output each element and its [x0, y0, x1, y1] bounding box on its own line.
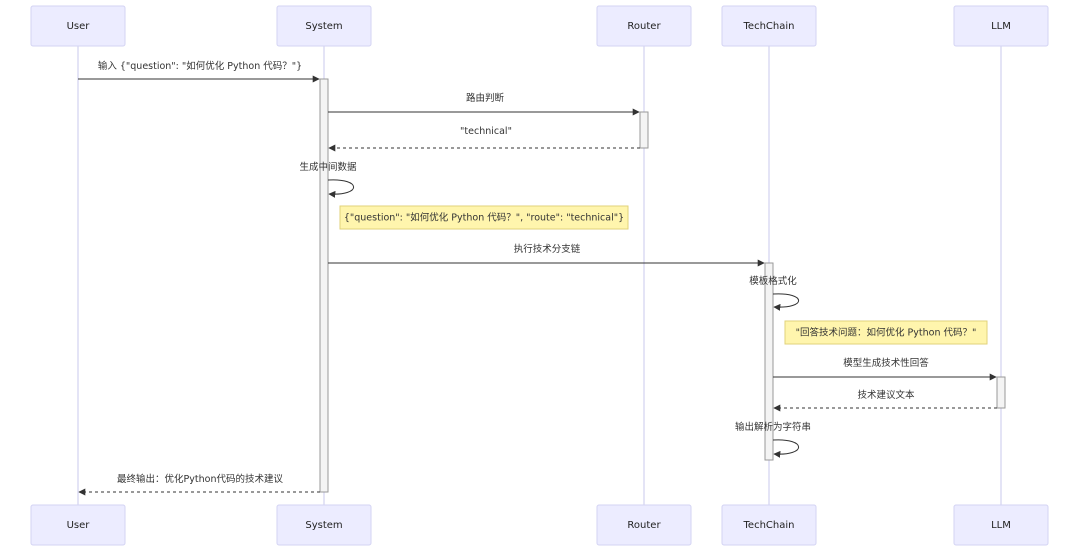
actor-system-top: System	[276, 5, 372, 47]
message-1-label: 输入 {"question": "如何优化 Python 代码？"}	[98, 60, 302, 72]
actor-llm-bottom: LLM	[953, 504, 1049, 546]
message-4-label: 生成中间数据	[299, 161, 357, 173]
activation-system	[319, 78, 329, 493]
actor-techchain-bottom-label: TechChain	[743, 520, 795, 531]
message-2-label: 路由判断	[466, 92, 505, 104]
actor-system-bottom: System	[276, 504, 372, 546]
actor-router-bottom: Router	[596, 504, 692, 546]
message-9-arrow	[772, 439, 800, 458]
actor-techchain-bottom: TechChain	[721, 504, 817, 546]
actor-user-label: User	[67, 21, 91, 32]
actor-llm-top: LLM	[953, 5, 1049, 47]
actor-router-label: Router	[627, 21, 661, 32]
activation-techchain	[764, 262, 774, 461]
message-8-label: 技术建议文本	[857, 389, 915, 401]
actor-techchain-label: TechChain	[743, 21, 795, 32]
message-3-label: "technical"	[460, 126, 512, 137]
message-6-label: 模板格式化	[749, 275, 797, 287]
activation-llm	[996, 376, 1006, 409]
note-2-label: "回答技术问题：如何优化 Python 代码？"	[796, 327, 977, 339]
actor-techchain-top: TechChain	[721, 5, 817, 47]
message-7-label: 模型生成技术性回答	[843, 357, 929, 369]
actor-user-bottom: User	[30, 504, 126, 546]
actor-user-top: User	[30, 5, 126, 47]
actor-user-bottom-label: User	[67, 520, 91, 531]
note-1-label: {"question": "如何优化 Python 代码？", "route":…	[344, 212, 624, 224]
message-5-label: 执行技术分支链	[514, 243, 581, 255]
activation-router	[639, 111, 649, 149]
actor-system-label: System	[305, 21, 342, 32]
note-template-prompt: "回答技术问题：如何优化 Python 代码？"	[784, 320, 988, 345]
message-10-label: 最终输出：优化Python代码的技术建议	[117, 473, 283, 485]
note-intermediate-data: {"question": "如何优化 Python 代码？", "route":…	[339, 205, 629, 230]
actor-system-bottom-label: System	[305, 520, 342, 531]
message-6-arrow	[772, 293, 800, 311]
message-9-label: 输出解析为字符串	[735, 421, 811, 433]
message-4-arrow	[327, 179, 355, 198]
actor-llm-label: LLM	[991, 21, 1011, 32]
actor-router-bottom-label: Router	[627, 520, 661, 531]
actor-llm-bottom-label: LLM	[991, 520, 1011, 531]
actor-router-top: Router	[596, 5, 692, 47]
